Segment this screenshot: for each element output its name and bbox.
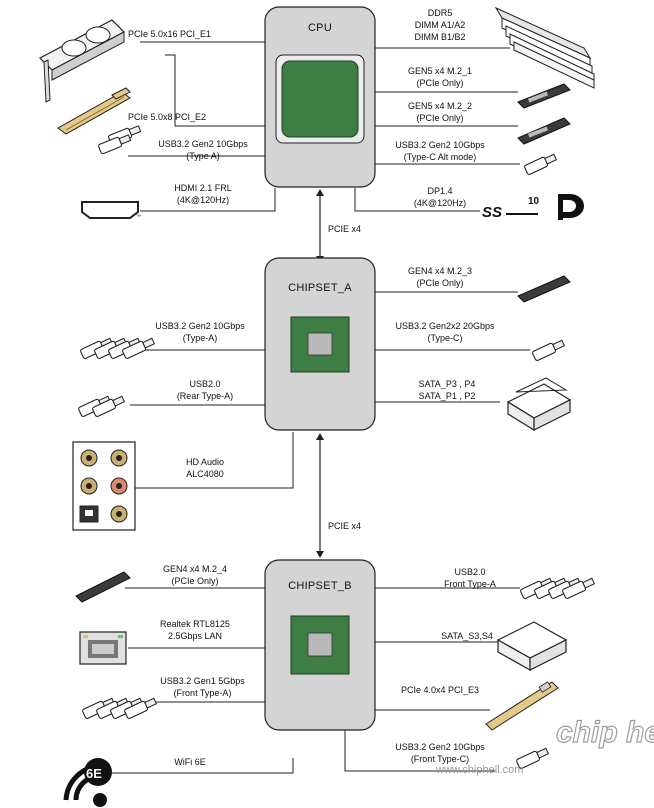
superspeed-logo-letters: SS <box>482 204 502 221</box>
usb2-front-icon <box>519 575 596 600</box>
superspeed-logo-number: 10 <box>528 196 540 207</box>
pcie-x8-slot-icon <box>111 87 131 100</box>
label-usb-cpu-type-c: USB3.2 Gen2 10Gbps(Type-C Alt mode) <box>395 140 485 162</box>
usb-type-c-cpu-icon <box>523 151 558 176</box>
label-m2-2: GEN5 x4 M.2_2(PCIe Only) <box>407 101 473 123</box>
label-pcie-e3: PCIe 4.0x4 PCI_E3 <box>400 685 480 695</box>
sata-drives-icon <box>506 377 572 432</box>
label-sata-b: SATA_S3,S4 <box>441 631 493 641</box>
wifi-6e-logo-text: 6E <box>86 766 102 781</box>
bus-label-chipset-a-b: PCIE x4 <box>328 521 362 531</box>
chipset-b-title: CHIPSET_B <box>288 580 352 592</box>
lan-port-icon <box>79 631 127 665</box>
label-dp: DP1.4(4K@120Hz) <box>413 186 467 208</box>
label-m2-4: GEN4 x4 M.2_4(PCIe Only) <box>162 564 228 586</box>
pcie-x4-slot-icon <box>485 681 559 731</box>
usb2-rear-icon <box>77 393 126 418</box>
bus-arrow-cpu-chipset-a <box>316 189 324 263</box>
chipset-b-block <box>264 559 376 731</box>
watermark-url: www.chiphell.com <box>436 764 524 776</box>
connection-lines <box>112 41 530 774</box>
m2-2-ssd-icon <box>517 117 571 145</box>
graphics-card-icon <box>39 19 125 103</box>
label-usb2-rear: USB2.0(Rear Type-A) <box>176 379 234 401</box>
hdmi-logo: ™ <box>81 201 141 220</box>
label-usb-cpu-type-a: USB3.2 Gen2 10Gbps(Type A) <box>158 139 248 161</box>
superspeed-10-logo: SS 10 <box>482 196 540 221</box>
bus-arrow-chipset-a-b <box>316 433 324 558</box>
label-wifi: WiFi 6E <box>174 757 206 767</box>
wifi-6e-logo: 6E <box>63 758 112 807</box>
cpu-title: CPU <box>307 22 333 34</box>
ddr5-memory-icon <box>494 6 595 89</box>
cpu-block <box>264 6 376 188</box>
bus-label-cpu-chipset-a: PCIE x4 <box>328 224 362 234</box>
label-usb-front-c: USB3.2 Gen2 10Gbps(Front Type-C) <box>395 742 485 764</box>
label-m2-1: GEN5 x4 M.2_1(PCIe Only) <box>407 66 473 88</box>
m2-4-ssd-icon <box>75 571 131 603</box>
chipset-a-block <box>264 257 376 431</box>
displayport-logo <box>558 194 584 220</box>
label-usb-type-c-20g: USB3.2 Gen2x2 20Gbps(Type-C) <box>395 321 495 343</box>
pcie-x16-slot-icon <box>57 91 131 135</box>
watermark-brand: chip hell <box>556 716 654 749</box>
label-usb-type-a-rear: USB3.2 Gen2 10Gbps(Type-A) <box>155 321 245 343</box>
label-hdmi: HDMI 2.1 FRL(4K@120Hz) <box>174 183 232 205</box>
m2-3-ssd-icon <box>517 275 571 303</box>
chiphell-watermark-logo: chip hell <box>555 715 654 749</box>
m2-1-ssd-icon <box>517 83 571 109</box>
label-pcie-e2: PCIe 5.0x8 PCI_E2 <box>128 112 207 122</box>
usb-type-c-20g-icon <box>531 337 566 362</box>
usb-gen1-front-icon <box>81 695 158 720</box>
label-usb-gen1-front: USB3.2 Gen1 5Gbps(Front Type-A) <box>160 676 245 698</box>
svg-text:™: ™ <box>136 214 141 220</box>
chipset-a-title: CHIPSET_A <box>288 282 352 294</box>
label-pcie-e1: PCIe 5.0x16 PCI_E1 <box>128 29 212 39</box>
usb-type-a-cpu-icon <box>97 123 142 155</box>
label-m2-3: GEN4 x4 M.2_3(PCIe Only) <box>407 266 473 288</box>
audio-jacks-icon <box>72 441 136 531</box>
sata-drive-b-icon <box>496 621 568 672</box>
